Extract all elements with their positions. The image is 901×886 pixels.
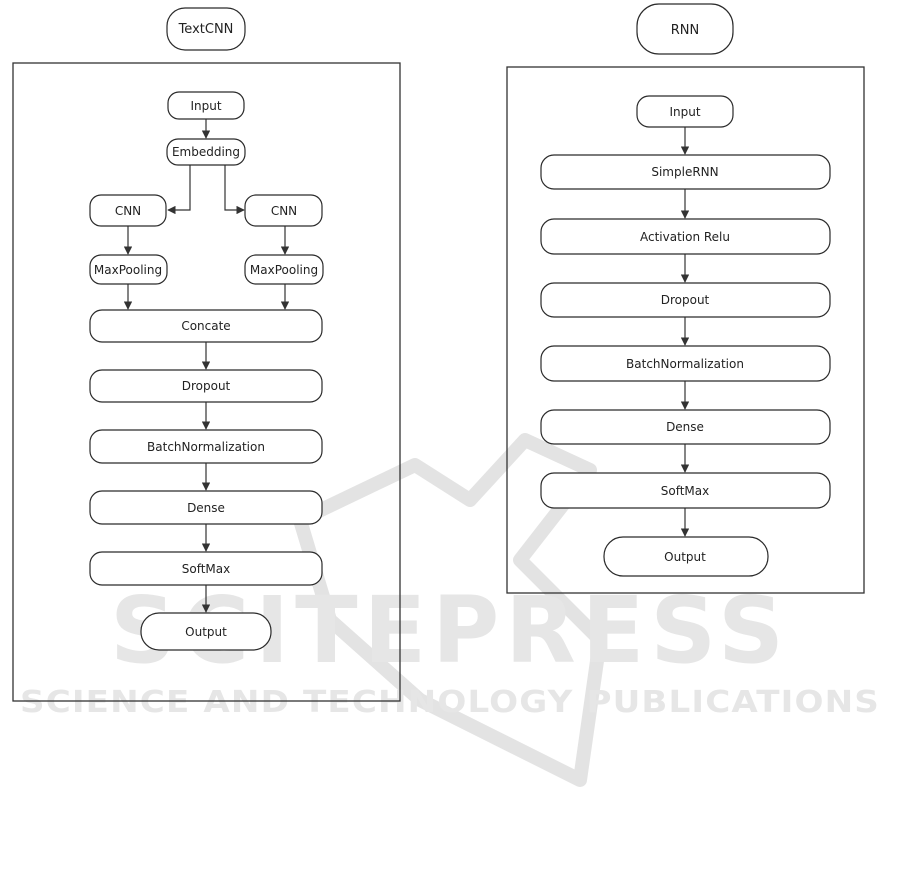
edge-embedding-cnn-right: [225, 165, 244, 210]
textcnn-node-dropout: Dropout: [90, 370, 322, 402]
node-label: MaxPooling: [94, 263, 162, 277]
node-label: Output: [185, 625, 227, 639]
rnn-node-simplernn: SimpleRNN: [541, 155, 830, 189]
node-label: Dense: [666, 420, 704, 434]
node-label: Embedding: [172, 145, 240, 159]
textcnn-node-cnn-right: CNN: [245, 195, 322, 226]
textcnn-edges: [128, 119, 285, 612]
textcnn-node-batchnorm: BatchNormalization: [90, 430, 322, 463]
node-label: SimpleRNN: [651, 165, 718, 179]
rnn-title: RNN: [671, 23, 699, 38]
textcnn-node-concate: Concate: [90, 310, 322, 342]
node-label: Dropout: [182, 379, 231, 393]
node-label: BatchNormalization: [626, 357, 744, 371]
textcnn-node-cnn-left: CNN: [90, 195, 166, 226]
textcnn-node-maxpool-left: MaxPooling: [90, 255, 167, 284]
rnn-node-dense: Dense: [541, 410, 830, 444]
textcnn-node-maxpool-right: MaxPooling: [245, 255, 323, 284]
textcnn-node-embedding: Embedding: [167, 139, 245, 165]
rnn-node-softmax: SoftMax: [541, 473, 830, 508]
textcnn-node-output: Output: [141, 613, 271, 650]
edge-embedding-cnn-left: [168, 165, 190, 210]
rnn-node-output: Output: [604, 537, 768, 576]
node-label: BatchNormalization: [147, 440, 265, 454]
textcnn-title: TextCNN: [178, 22, 234, 37]
node-label: CNN: [271, 204, 297, 218]
node-label: CNN: [115, 204, 141, 218]
textcnn-title-node: TextCNN: [167, 8, 245, 50]
node-label: Activation Relu: [640, 230, 730, 244]
node-label: Input: [669, 105, 700, 119]
rnn-node-batchnorm: BatchNormalization: [541, 346, 830, 381]
node-label: Dropout: [661, 293, 710, 307]
node-label: MaxPooling: [250, 263, 318, 277]
rnn-node-input: Input: [637, 96, 733, 127]
rnn-title-node: RNN: [637, 4, 733, 54]
rnn-node-activation: Activation Relu: [541, 219, 830, 254]
node-label: Dense: [187, 501, 225, 515]
rnn-node-dropout: Dropout: [541, 283, 830, 317]
textcnn-node-input: Input: [168, 92, 244, 119]
textcnn-node-dense: Dense: [90, 491, 322, 524]
node-label: Output: [664, 550, 706, 564]
watermark-tagline: SCIENCE AND TECHNOLOGY PUBLICATIONS: [20, 685, 880, 720]
rnn-diagram: RNN Input SimpleRNN Activation Relu Drop…: [507, 4, 864, 593]
node-label: SoftMax: [182, 562, 231, 576]
node-label: SoftMax: [661, 484, 710, 498]
node-label: Concate: [181, 319, 230, 333]
node-label: Input: [190, 99, 221, 113]
textcnn-node-softmax: SoftMax: [90, 552, 322, 585]
